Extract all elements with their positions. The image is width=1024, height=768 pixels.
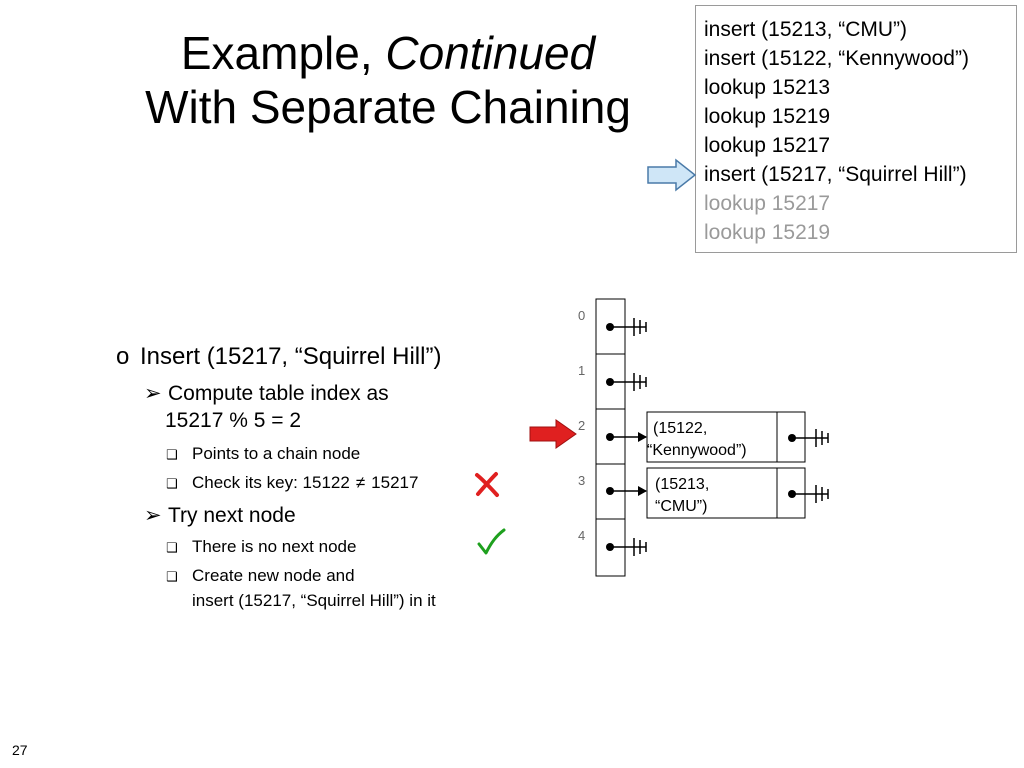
cross-mark-icon — [475, 472, 499, 497]
chain-node-key: (15122, — [653, 420, 707, 437]
operation-item: insert (15122, “Kennywood”) — [704, 47, 969, 70]
null-pointer — [606, 373, 647, 391]
bullet-points-to-node: ❑Points to a chain node — [166, 442, 360, 467]
pointer-arrow — [606, 486, 647, 496]
chain-node: (15213, “CMU”) — [646, 467, 829, 519]
slide-title: Example, Continued With Separate Chainin… — [118, 26, 658, 134]
check-mark-icon — [477, 528, 506, 555]
index-label: 0 — [578, 308, 585, 323]
null-pointer — [606, 538, 647, 556]
square-bullet-icon: ❑ — [166, 447, 178, 462]
bullet-compute-index: ➢Compute table index as 15217 % 5 = 2 — [144, 382, 389, 432]
operations-box: insert (15213, “CMU”) insert (15122, “Ke… — [695, 5, 1017, 253]
square-bullet-icon: ❑ — [166, 540, 178, 555]
arrow-bullet-icon: ➢ — [144, 382, 162, 405]
operation-item-current: insert (15217, “Squirrel Hill”) — [704, 163, 967, 186]
operation-item-future: lookup 15219 — [704, 221, 831, 244]
null-pointer — [606, 318, 647, 336]
title-prefix: Example, — [180, 27, 386, 79]
square-bullet-icon: ❑ — [166, 476, 178, 491]
bullet-check-key: ❑Check its key: 15122≠15217 — [166, 471, 418, 496]
index-label: 1 — [578, 363, 585, 378]
arrow-bullet-icon: ➢ — [144, 504, 162, 527]
bullet-try-next: ➢Try next node — [144, 504, 296, 527]
chain-node-key: (15213, — [655, 476, 709, 493]
chain-node-value: “Kennywood”) — [647, 442, 747, 459]
index-label: 2 — [578, 418, 585, 433]
operation-item: lookup 15213 — [704, 76, 831, 99]
page-number: 27 — [12, 742, 28, 758]
square-bullet-icon: ❑ — [166, 569, 178, 584]
title-italic: Continued — [385, 27, 596, 79]
bullet-create-node: ❑Create new node and insert (15217, “Squ… — [166, 566, 436, 610]
chain-node-value: “CMU”) — [655, 498, 707, 515]
operation-item: insert (15213, “CMU”) — [704, 18, 908, 41]
index-label: 3 — [578, 473, 585, 488]
operation-item-future: lookup 15217 — [704, 192, 831, 215]
current-operation-arrow-icon — [647, 158, 697, 192]
title-line2: With Separate Chaining — [145, 81, 631, 133]
operation-item: lookup 15219 — [704, 105, 831, 128]
bullet-no-next-node: ❑There is no next node — [166, 535, 356, 560]
pointer-arrow — [606, 432, 647, 442]
chain-node: (15122, “Kennywood”) — [646, 411, 829, 463]
operation-item: lookup 15217 — [704, 134, 831, 157]
index-highlight-arrow-icon — [529, 419, 577, 449]
index-label: 4 — [578, 528, 585, 543]
circle-bullet-icon: o — [116, 343, 130, 370]
